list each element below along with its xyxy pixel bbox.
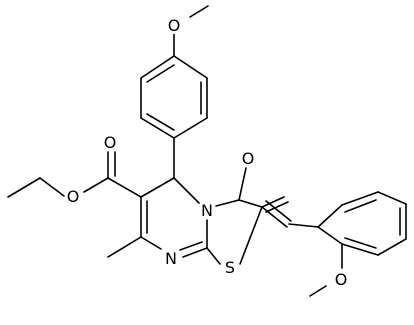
bond bbox=[140, 55, 175, 79]
bond bbox=[140, 236, 162, 250]
atom-labels: O O O N O N S O bbox=[67, 16, 348, 289]
bond bbox=[341, 191, 379, 206]
bond bbox=[317, 204, 343, 228]
bond bbox=[173, 55, 208, 79]
thiazole-sulfur: S bbox=[225, 258, 235, 277]
bond bbox=[140, 117, 175, 139]
bond bbox=[39, 177, 65, 197]
ester-ether-oxygen: O bbox=[67, 187, 80, 206]
ester-carbonyl-oxygen: O bbox=[104, 133, 117, 152]
bond bbox=[239, 206, 263, 265]
bond bbox=[140, 177, 175, 198]
bond bbox=[173, 177, 200, 204]
bond-lines bbox=[7, 5, 407, 297]
bond bbox=[317, 226, 343, 245]
bond bbox=[7, 177, 41, 198]
bond bbox=[206, 247, 221, 265]
bond bbox=[377, 238, 407, 256]
bond bbox=[309, 285, 327, 297]
bond bbox=[288, 223, 319, 228]
bond bbox=[107, 177, 142, 198]
bond bbox=[189, 5, 209, 18]
bond bbox=[341, 243, 379, 256]
bond bbox=[173, 117, 208, 139]
bond bbox=[344, 237, 377, 249]
bond bbox=[377, 191, 407, 205]
bond bbox=[238, 167, 247, 201]
bond bbox=[146, 113, 175, 131]
methoxy-oxygen-bottom: O bbox=[335, 270, 348, 289]
bond bbox=[238, 199, 263, 208]
bond bbox=[107, 236, 142, 258]
bond bbox=[179, 241, 203, 251]
bond bbox=[344, 199, 377, 213]
imine-nitrogen: N bbox=[165, 249, 177, 268]
bond bbox=[146, 64, 175, 83]
bond bbox=[261, 206, 288, 228]
bond bbox=[83, 177, 109, 193]
bond bbox=[182, 247, 208, 258]
ring-nitrogen: N bbox=[201, 201, 213, 220]
methoxy-oxygen-top: O bbox=[168, 16, 181, 35]
ketone-oxygen: O bbox=[242, 149, 255, 168]
bond bbox=[265, 201, 289, 213]
bond bbox=[265, 200, 292, 222]
bond bbox=[261, 196, 285, 208]
bond bbox=[215, 199, 240, 207]
